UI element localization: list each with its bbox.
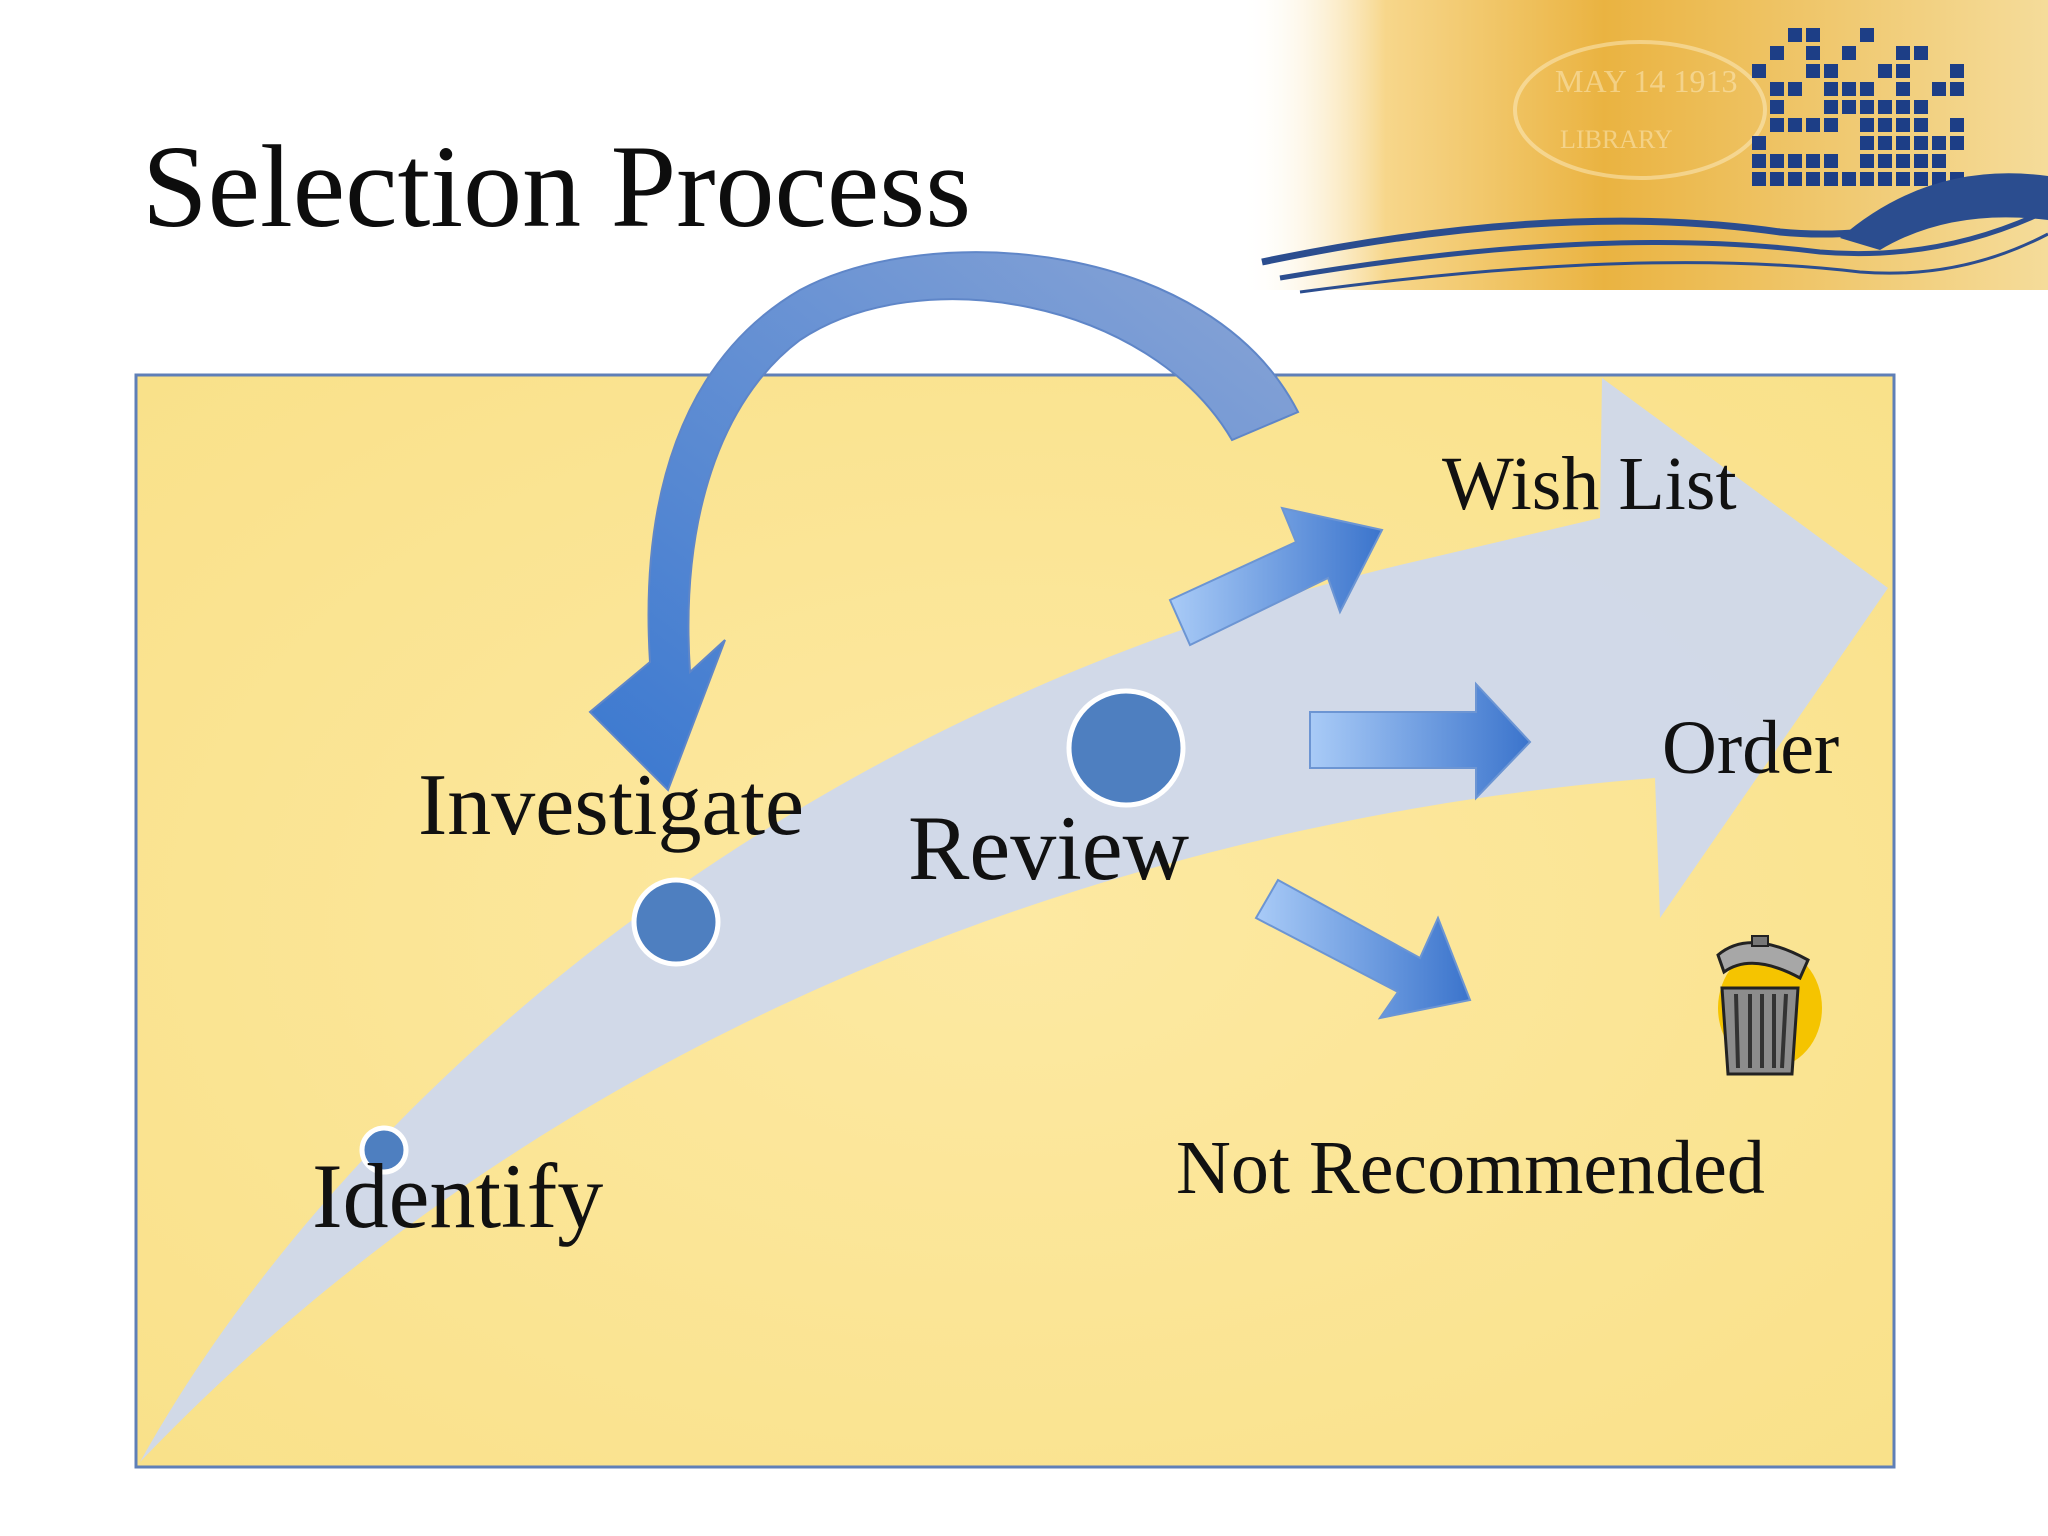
logo-pixel <box>1860 172 1874 186</box>
outcome-label-wish-list: Wish List <box>1442 446 1737 522</box>
logo-pixel <box>1860 100 1874 114</box>
outcome-label-order: Order <box>1662 710 1839 786</box>
logo-pixel <box>1770 154 1784 168</box>
logo-pixel <box>1788 28 1802 42</box>
stage-label-identify: Identify <box>312 1150 603 1242</box>
logo-pixel <box>1770 172 1784 186</box>
logo-pixel <box>1752 172 1766 186</box>
logo-pixel <box>1896 46 1910 60</box>
logo-pixel <box>1878 100 1892 114</box>
logo-pixel <box>1824 64 1838 78</box>
logo-pixel <box>1878 172 1892 186</box>
logo-pixel <box>1860 28 1874 42</box>
logo-pixel <box>1788 82 1802 96</box>
logo-pixel <box>1914 172 1928 186</box>
logo-pixel <box>1860 82 1874 96</box>
logo-pixel <box>1824 118 1838 132</box>
svg-text:LIBRARY: LIBRARY <box>1560 125 1673 154</box>
logo-pixel <box>1860 118 1874 132</box>
logo-pixel <box>1950 82 1964 96</box>
logo-pixel <box>1770 118 1784 132</box>
logo-pixel <box>1878 64 1892 78</box>
logo-pixel <box>1824 154 1838 168</box>
logo-pixel <box>1806 64 1820 78</box>
logo-pixel <box>1752 136 1766 150</box>
logo-pixel <box>1806 28 1820 42</box>
slide-title: Selection Process <box>142 128 971 246</box>
logo-pixel <box>1770 82 1784 96</box>
logo-pixel <box>1860 154 1874 168</box>
logo-pixel <box>1752 154 1766 168</box>
logo-pixel <box>1788 118 1802 132</box>
logo-pixel <box>1770 100 1784 114</box>
logo-pixel <box>1896 172 1910 186</box>
logo-pixel <box>1896 118 1910 132</box>
logo-pixel <box>1806 154 1820 168</box>
logo-pixel <box>1914 154 1928 168</box>
logo-pixel <box>1914 136 1928 150</box>
logo-pixel <box>1878 118 1892 132</box>
outcome-label-not-recommended: Not Recommended <box>1176 1130 1765 1206</box>
logo-pixel <box>1896 64 1910 78</box>
logo-pixel <box>1788 172 1802 186</box>
logo-pixel <box>1842 172 1856 186</box>
logo-pixel <box>1824 82 1838 96</box>
logo-pixel <box>1878 136 1892 150</box>
logo-pixel <box>1806 172 1820 186</box>
logo-pixel <box>1932 154 1946 168</box>
logo-pixel <box>1752 64 1766 78</box>
logo-pixel <box>1806 118 1820 132</box>
logo-pixel <box>1932 82 1946 96</box>
logo-pixel <box>1896 100 1910 114</box>
logo-pixel <box>1824 100 1838 114</box>
header-banner: MAY 14 1913 LIBRARY <box>1240 0 2048 292</box>
logo-pixel <box>1914 46 1928 60</box>
logo-pixel <box>1788 154 1802 168</box>
logo-pixel <box>1842 46 1856 60</box>
logo-pixel <box>1770 46 1784 60</box>
logo-pixel <box>1896 154 1910 168</box>
logo-pixel <box>1950 64 1964 78</box>
investigate-node <box>634 880 718 964</box>
logo-pixel <box>1896 82 1910 96</box>
logo-pixel <box>1878 154 1892 168</box>
logo-pixel <box>1860 136 1874 150</box>
logo-pixel <box>1914 118 1928 132</box>
logo-pixel <box>1950 118 1964 132</box>
logo-pixel <box>1806 46 1820 60</box>
svg-text:MAY 14 1913: MAY 14 1913 <box>1555 63 1738 99</box>
logo-pixel <box>1842 82 1856 96</box>
logo-pixel <box>1914 100 1928 114</box>
logo-pixel <box>1950 136 1964 150</box>
stage-label-investigate: Investigate <box>418 762 804 850</box>
logo-pixel <box>1896 136 1910 150</box>
review-node <box>1069 691 1183 805</box>
logo-pixel <box>1842 100 1856 114</box>
logo-pixel <box>1824 172 1838 186</box>
logo-pixel <box>1932 136 1946 150</box>
stage-label-review: Review <box>908 802 1189 894</box>
